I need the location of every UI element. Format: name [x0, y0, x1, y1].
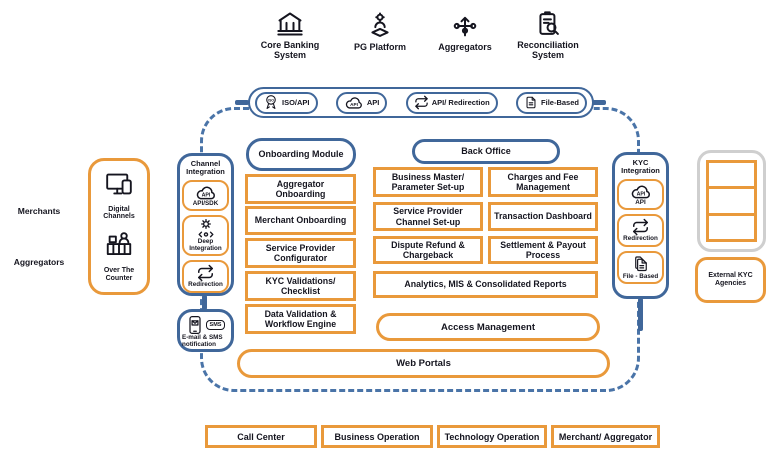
actor-merchants: Merchants: [17, 206, 61, 216]
kyc-item-redirection: Redirection: [617, 214, 664, 247]
item-label: Redirection: [623, 235, 658, 243]
pill-label: ISO/API: [282, 98, 310, 107]
onboarding-item: KYC Validations/ Checklist: [245, 271, 356, 301]
kyc-item-api: API API: [617, 178, 664, 211]
external-agencies-box: External KYC Agencies: [695, 257, 766, 303]
reconciliation-icon: [534, 10, 562, 38]
svg-text:API: API: [636, 191, 645, 197]
back-office-item: Settlement & Payout Process: [488, 236, 598, 264]
redirection-icon: [196, 264, 215, 282]
item-label: API/SDK: [192, 199, 219, 207]
item-label: API: [635, 198, 646, 206]
redirection-icon: [414, 95, 429, 110]
channel-item-deep-integration: Deep Integration: [182, 215, 229, 257]
pill-api: API API: [335, 91, 388, 114]
pill-iso-api: ISO ISO/API: [255, 91, 318, 114]
channel-item-api-sdk: API API/SDK: [182, 179, 229, 212]
onboarding-item: Aggregator Onboarding: [245, 174, 356, 204]
panel-title: Channel Integration: [186, 159, 225, 177]
bottom-box-call-center: Call Center: [205, 425, 317, 448]
svg-text:API: API: [350, 102, 358, 107]
notification-label: E-mail & SMS notification: [182, 334, 223, 348]
pill-file-based: File-Based: [516, 91, 587, 114]
aggregators-icon: [451, 12, 479, 40]
channel-label: Digital Channels: [103, 205, 135, 221]
connector-right: [592, 100, 606, 105]
onboarding-module-header: Onboarding Module: [246, 138, 356, 171]
gear-integration-icon: [194, 219, 218, 239]
pill-label: API/ Redirection: [431, 98, 490, 107]
agency-row: [709, 216, 754, 239]
panel-title: KYC Integration: [621, 158, 660, 176]
integration-methods-bar: ISO ISO/API API API API/ Redirection: [248, 87, 594, 118]
pill-label: API: [366, 98, 380, 107]
redirection-icon: [631, 218, 650, 236]
system-pg-platform: PG Platform: [334, 12, 426, 52]
access-management-pill: Access Management: [376, 313, 600, 341]
kyc-integration-panel: KYC Integration API API Redirection: [612, 152, 669, 299]
analytics-reports-box: Analytics, MIS & Consolidated Reports: [373, 271, 598, 298]
channels-box: Digital Channels Over The Counter: [88, 158, 150, 295]
svg-text:ISO: ISO: [268, 98, 274, 102]
monitor-icon: [104, 171, 134, 197]
bottom-box-business-operation: Business Operation: [321, 425, 433, 448]
connector-kyc-down: [638, 298, 643, 331]
notification-panel: SMS E-mail & SMS notification: [177, 309, 234, 352]
counter-icon: [104, 230, 134, 258]
phone-mail-icon: [186, 315, 204, 335]
agency-row: [709, 163, 754, 190]
system-aggregators: Aggregators: [419, 12, 511, 52]
back-office-item: Transaction Dashboard: [488, 202, 598, 231]
iso-badge-icon: ISO: [263, 94, 279, 111]
channel-integration-panel: Channel Integration API API/SDK Deep Int…: [177, 153, 234, 296]
system-reconciliation: Reconciliation System: [502, 10, 594, 60]
file-icon: [524, 95, 538, 110]
kyc-item-file-based: File - Based: [617, 250, 664, 285]
connector-left: [235, 100, 249, 105]
back-office-item: Charges and Fee Management: [488, 167, 598, 197]
system-core-banking: Core Banking System: [244, 10, 336, 60]
onboarding-item: Data Validation & Workflow Engine: [245, 304, 356, 334]
channel-item-redirection: Redirection: [182, 260, 229, 293]
bank-icon: [275, 10, 305, 38]
connector-channel-notification: [202, 295, 207, 310]
api-cloud-icon: API: [344, 95, 364, 110]
files-icon: [632, 255, 650, 274]
api-cloud-icon: API: [194, 184, 218, 201]
system-label: Reconciliation System: [517, 40, 579, 61]
web-portals-pill: Web Portals: [237, 349, 610, 378]
back-office-header: Back Office: [412, 139, 560, 164]
back-office-item: Business Master/ Parameter Set-up: [373, 167, 483, 197]
actor-aggregators: Aggregators: [13, 257, 65, 267]
bottom-box-merchant-aggregator: Merchant/ Aggregator: [551, 425, 660, 448]
system-label: PG Platform: [353, 42, 406, 52]
channel-label: Over The Counter: [103, 267, 135, 282]
onboarding-item: Service Provider Configurator: [245, 238, 356, 268]
sms-icon: SMS: [205, 320, 226, 330]
item-label: File - Based: [622, 272, 659, 280]
agency-row: [709, 189, 754, 216]
system-label: Core Banking System: [260, 40, 320, 61]
svg-text:API: API: [201, 192, 210, 198]
kyc-agencies-table: [697, 150, 766, 252]
api-cloud-icon: API: [629, 183, 653, 200]
pill-label: File-Based: [541, 98, 579, 107]
system-label: Aggregators: [438, 42, 492, 52]
back-office-item: Dispute Refund & Chargeback: [373, 236, 483, 264]
back-office-item: Service Provider Channel Set-up: [373, 202, 483, 231]
pg-platform-icon: [366, 12, 394, 40]
pill-api-redirection: API/ Redirection: [405, 91, 498, 114]
item-label: Redirection: [188, 281, 223, 289]
item-label: Deep Integration: [189, 238, 222, 252]
onboarding-item: Merchant Onboarding: [245, 206, 356, 235]
bottom-box-technology-operation: Technology Operation: [437, 425, 547, 448]
